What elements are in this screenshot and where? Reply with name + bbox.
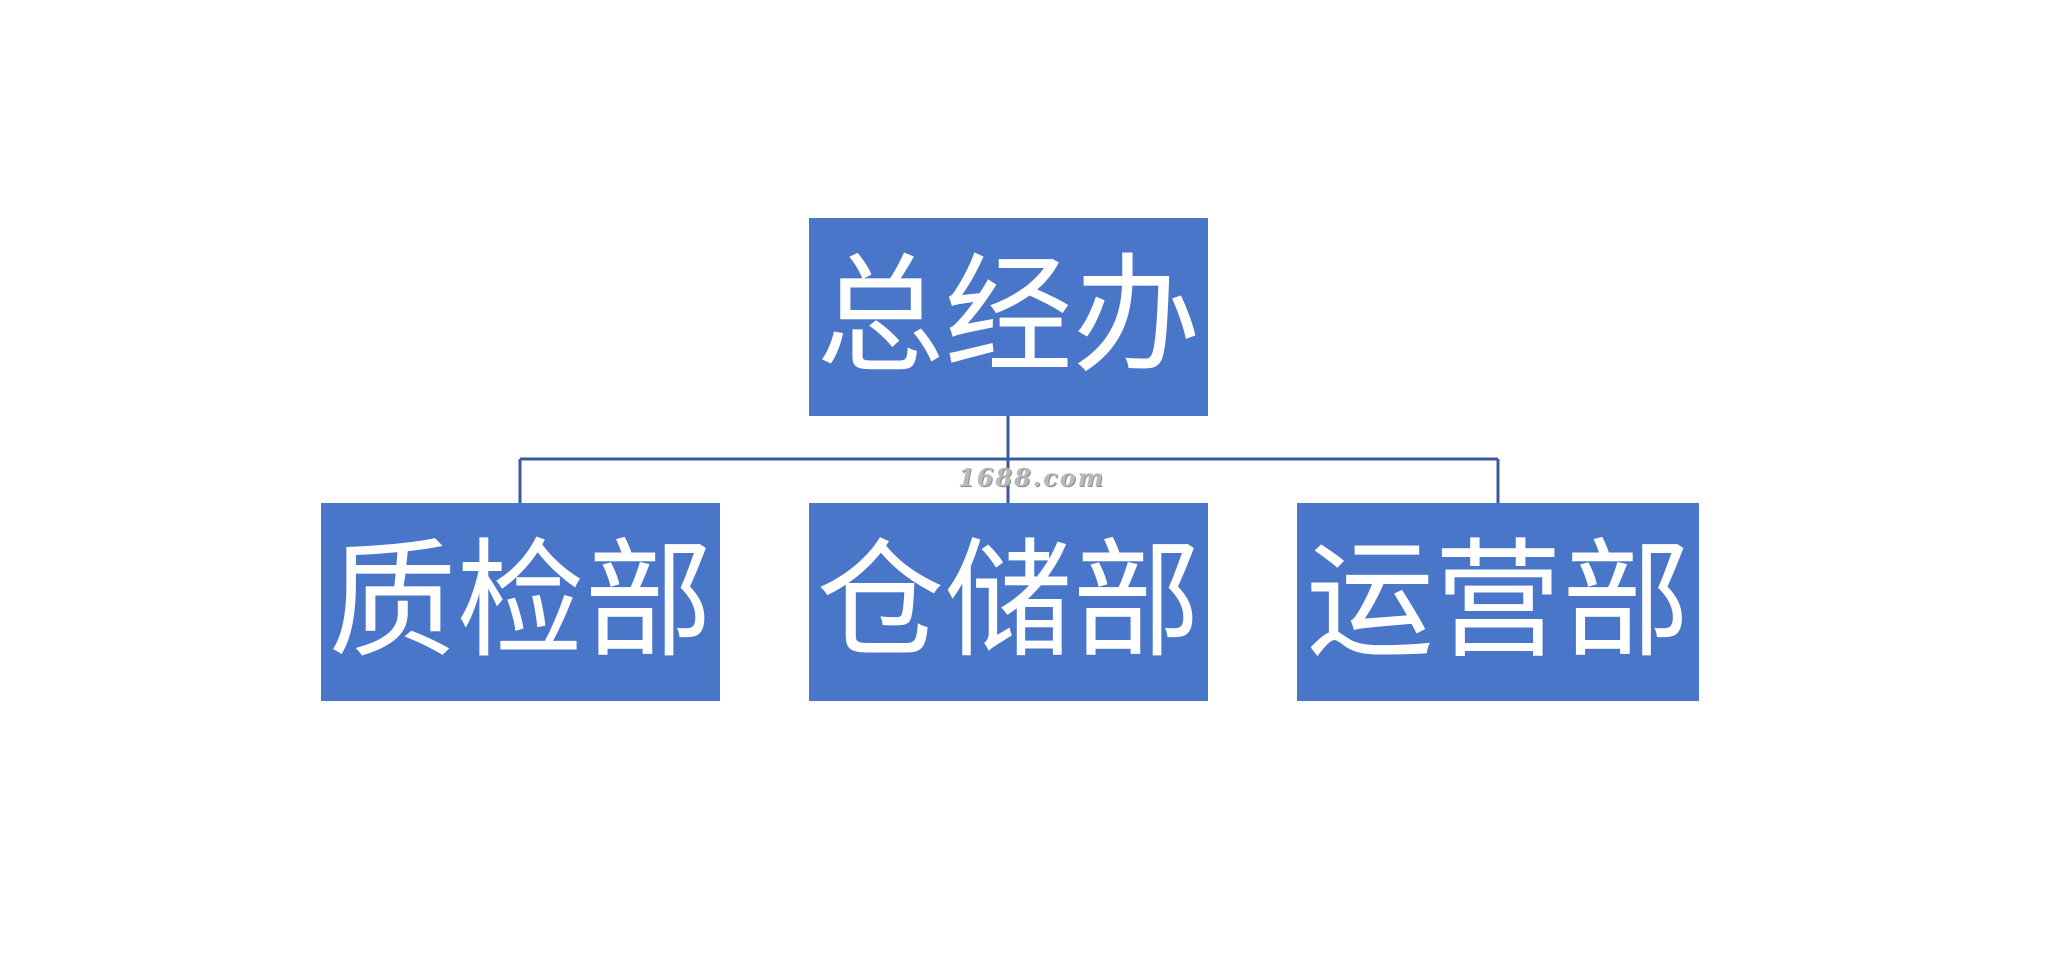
org-node-child-3-label: 运营部 <box>1305 527 1690 676</box>
org-node-child-3: 运营部 <box>1297 503 1699 701</box>
org-node-child-1-label: 质检部 <box>328 527 713 676</box>
watermark: 1688.com <box>958 463 1106 492</box>
org-node-child-2-label: 仓储部 <box>816 527 1201 676</box>
org-node-child-2: 仓储部 <box>809 503 1208 701</box>
org-node-child-1: 质检部 <box>321 503 720 701</box>
org-node-root: 总经办 <box>809 218 1208 416</box>
org-node-root-label: 总经办 <box>816 242 1201 391</box>
